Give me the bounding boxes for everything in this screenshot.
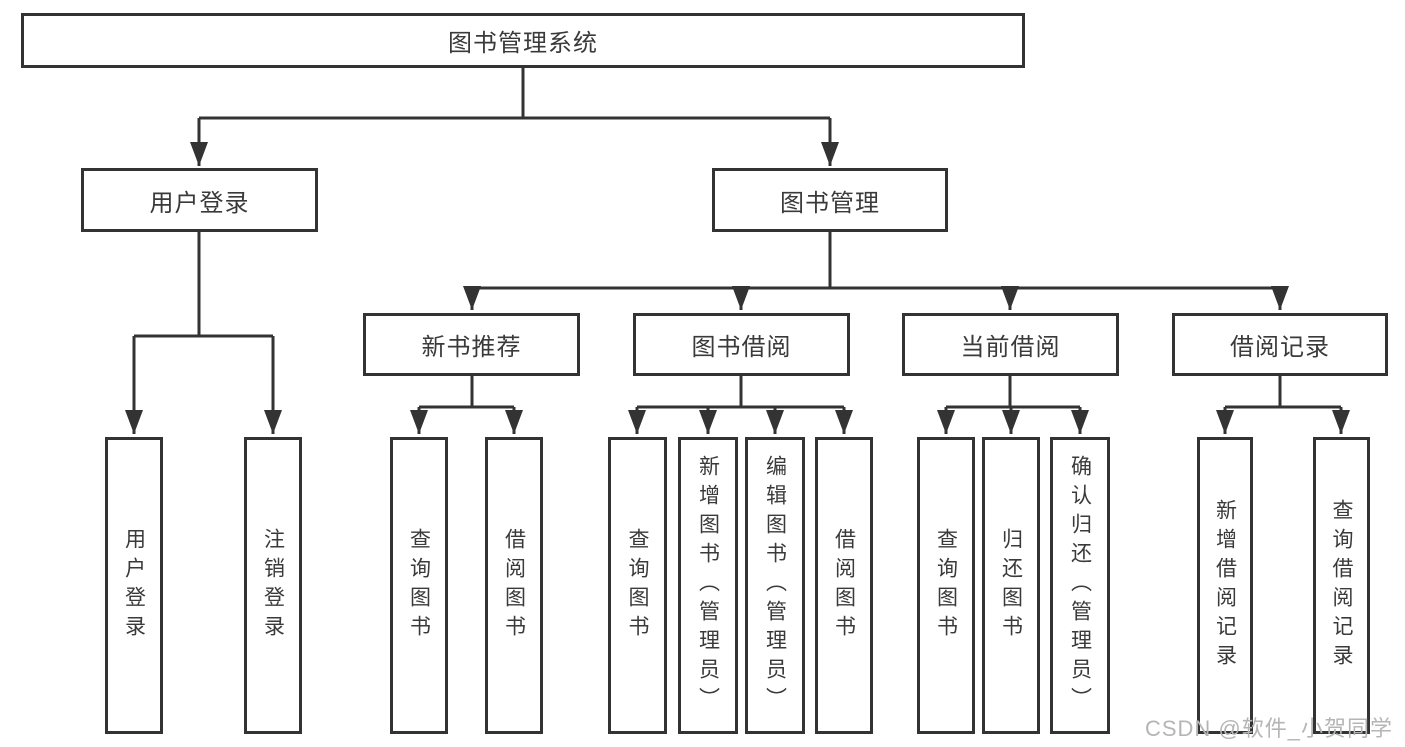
leaf-label: 查询图书 [934, 527, 958, 644]
leaf-current-confirm-return-admin: 确认归还（管理员） [1050, 437, 1110, 734]
watermark: CSDN @软件_小贺同学 [1144, 716, 1393, 741]
leaf-label: 新增借阅记录 [1213, 498, 1237, 673]
node-book-management: 图书管理 [712, 168, 948, 232]
leaf-label: 新增图书（管理员） [696, 455, 720, 716]
leaf-label: 查询图书 [407, 527, 431, 644]
leaf-borrow-query-books: 查询图书 [608, 437, 667, 734]
leaf-label: 查询图书 [626, 527, 650, 644]
leaf-borrow-borrow-books: 借阅图书 [815, 437, 873, 734]
leaf-records-add-record: 新增借阅记录 [1197, 437, 1253, 734]
node-library-system: 图书管理系统 [21, 13, 1025, 68]
leaf-current-return-books: 归还图书 [982, 437, 1040, 734]
leaf-recommend-query-books: 查询图书 [390, 437, 448, 734]
leaf-borrow-edit-books-admin: 编辑图书（管理员） [745, 437, 805, 734]
leaf-current-query-books: 查询图书 [917, 437, 975, 734]
node-new-book-recommend: 新书推荐 [363, 313, 580, 376]
leaf-label: 查询借阅记录 [1330, 498, 1354, 673]
leaf-label: 注销登录 [261, 527, 285, 644]
node-book-borrow: 图书借阅 [633, 313, 850, 376]
leaf-label: 确认归还（管理员） [1068, 455, 1092, 716]
leaf-label: 归还图书 [999, 527, 1023, 644]
leaf-recommend-borrow-books: 借阅图书 [485, 437, 543, 734]
leaf-label: 借阅图书 [502, 527, 526, 644]
leaf-label: 借阅图书 [832, 527, 856, 644]
leaf-records-query-record: 查询借阅记录 [1313, 437, 1370, 734]
leaf-user-login: 用户登录 [105, 437, 163, 734]
leaf-label: 编辑图书（管理员） [763, 455, 787, 716]
node-borrow-records: 借阅记录 [1172, 313, 1388, 376]
leaf-logout: 注销登录 [244, 437, 302, 734]
leaf-label: 用户登录 [122, 527, 146, 644]
leaf-borrow-add-books-admin: 新增图书（管理员） [678, 437, 738, 734]
node-current-borrow: 当前借阅 [902, 313, 1119, 376]
node-user-login: 用户登录 [81, 168, 318, 232]
